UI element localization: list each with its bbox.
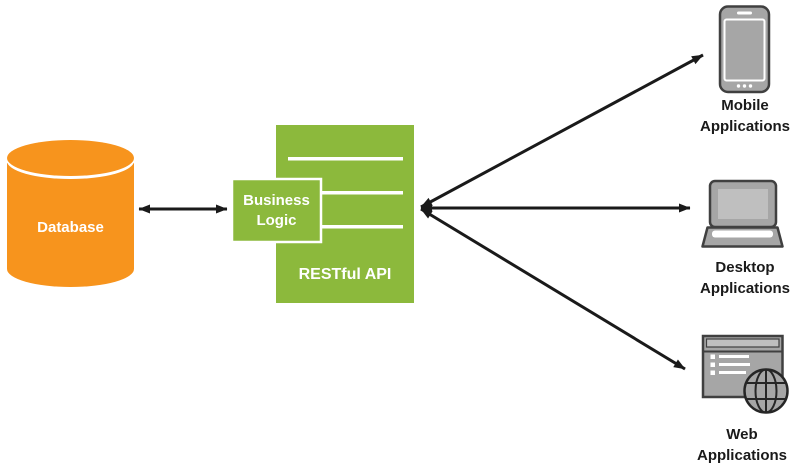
phone-speaker xyxy=(737,11,752,15)
globe-icon xyxy=(743,368,789,414)
restful-api-label: RESTful API xyxy=(298,266,392,283)
laptop-screen xyxy=(718,189,768,219)
client-arrows xyxy=(420,53,704,371)
laptop-keyboard-strip xyxy=(712,230,773,238)
mobile-applications-label: Mobile Applications xyxy=(699,97,790,135)
phone-screen xyxy=(723,18,766,82)
database-label: Database xyxy=(37,219,104,236)
browser-globe-icon xyxy=(701,334,789,414)
phone-buttons xyxy=(736,84,753,88)
web-applications-label: Web Applications xyxy=(696,426,787,464)
smartphone-icon xyxy=(718,5,771,94)
business-logic-label: Business Logic xyxy=(231,178,322,243)
arrow-api-mobile xyxy=(420,53,704,209)
database-cylinder-icon xyxy=(7,140,134,287)
arrow-api-web xyxy=(420,207,686,371)
business-logic-box xyxy=(230,177,323,244)
desktop-applications-label: Desktop Applications xyxy=(699,259,790,297)
business-logic-label-text: Business Logic xyxy=(243,191,310,229)
browser-title-bar xyxy=(705,338,780,348)
laptop-icon xyxy=(701,179,784,248)
browser-menu-lines xyxy=(710,354,750,375)
api-endpoint-lines xyxy=(288,157,403,229)
